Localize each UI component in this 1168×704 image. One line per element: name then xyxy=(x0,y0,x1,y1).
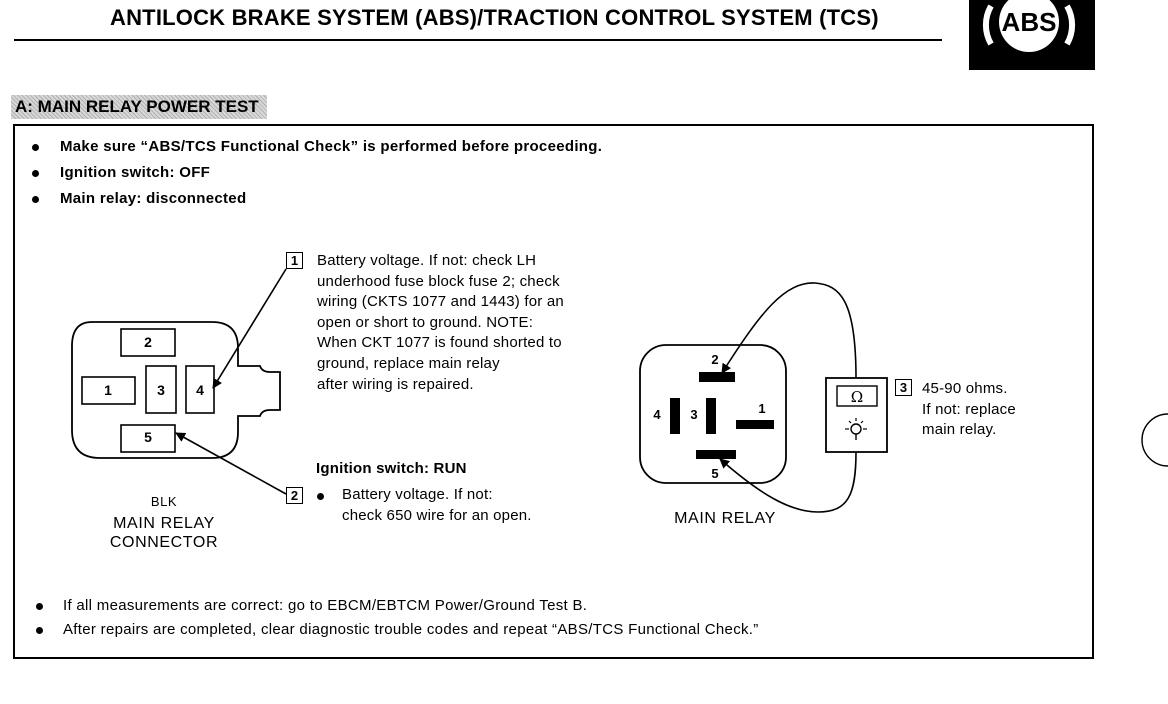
precondition-relay-disconnected: Main relay: disconnected xyxy=(60,190,247,207)
step-1-line: ground, replace main relay xyxy=(317,354,500,372)
procedure-box xyxy=(13,124,1094,659)
step-3-number: 3 xyxy=(895,379,912,396)
probe-line-step-1 xyxy=(212,268,287,389)
connector-cavity-2 xyxy=(120,328,176,357)
step-3-line: If not: replace xyxy=(922,400,1016,418)
abs-logo-left-arc xyxy=(982,4,994,46)
bullet-dot xyxy=(32,170,39,177)
footer-note-measurements-correct: If all measurements are correct: go to E… xyxy=(63,597,588,614)
relay-terminal-label-4: 4 xyxy=(653,407,661,422)
probe-line-step-2 xyxy=(175,432,287,495)
lamp-icon xyxy=(845,418,867,440)
step-1-line: underhood fuse block fuse 2; check xyxy=(317,272,560,290)
connector-cavity-5 xyxy=(120,424,176,453)
connector-housing xyxy=(71,321,281,459)
main-relay-body xyxy=(639,344,787,484)
bullet-dot xyxy=(317,493,324,500)
page-edge-circle xyxy=(1141,413,1168,467)
page-title: ANTILOCK BRAKE SYSTEM (ABS)/TRACTION CON… xyxy=(110,5,879,30)
relay-terminal-4 xyxy=(670,398,680,434)
step-2-line: check 650 wire for an open. xyxy=(342,506,532,524)
connector-caption-line: MAIN RELAY xyxy=(113,515,215,532)
relay-terminal-3 xyxy=(706,398,716,434)
relay-terminal-label-5: 5 xyxy=(711,466,718,481)
step-1-line: open or short to ground. NOTE: xyxy=(317,313,534,331)
connector-terminal-label-3: 3 xyxy=(157,382,165,398)
step-1-line: When CKT 1077 is found shorted to xyxy=(317,334,562,352)
precondition-ignition-off: Ignition switch: OFF xyxy=(60,164,211,181)
step-3-line: 45-90 ohms. xyxy=(922,380,1008,397)
meter-lead-to-terminal-2 xyxy=(721,282,857,379)
meter-lead-to-terminal-5 xyxy=(719,451,857,513)
step-2-note: Battery voltage. If not: check 650 wire … xyxy=(342,485,532,526)
precondition-functional-check: Make sure “ABS/TCS Functional Check” is … xyxy=(60,138,603,155)
connector-caption-line: CONNECTOR xyxy=(109,534,219,551)
section-heading: A: MAIN RELAY POWER TEST xyxy=(11,95,267,119)
relay-terminal-1 xyxy=(736,420,774,429)
connector-caption: MAIN RELAY CONNECTOR xyxy=(84,514,244,552)
step-1-number: 1 xyxy=(286,252,303,269)
abs-logo-graphic: ABS xyxy=(982,0,1076,52)
connector-terminal-label-5: 5 xyxy=(144,429,152,445)
step-1-line: Battery voltage. If not: check LH xyxy=(317,252,537,269)
step-3-note: 45-90 ohms. If not: replace main relay. xyxy=(922,379,1016,441)
abs-warning-logo: ABS xyxy=(969,0,1095,70)
connector-cavity-3 xyxy=(145,365,177,414)
step-2-number: 2 xyxy=(286,487,303,504)
connector-color-label: BLK xyxy=(150,494,178,509)
step-3-line: main relay. xyxy=(922,421,997,439)
footer-note-clear-codes: After repairs are completed, clear diagn… xyxy=(63,621,759,638)
relay-terminal-5 xyxy=(696,450,736,459)
step-1-note: Battery voltage. If not: check LH underh… xyxy=(317,251,564,395)
title-rule xyxy=(14,39,942,41)
bullet-dot xyxy=(32,196,39,203)
bullet-dot xyxy=(36,603,43,610)
step-1-line: after wiring is repaired. xyxy=(317,375,474,393)
connector-cavity-1 xyxy=(81,376,136,405)
connector-terminal-label-1: 1 xyxy=(104,382,112,398)
abs-logo-circle xyxy=(999,0,1059,52)
main-relay-caption: MAIN RELAY xyxy=(674,510,776,527)
step-2-heading: Ignition switch: RUN xyxy=(316,460,467,477)
relay-terminal-label-1: 1 xyxy=(758,401,765,416)
connector-terminal-label-4: 4 xyxy=(196,382,204,398)
relay-terminal-2 xyxy=(699,372,735,382)
relay-terminal-label-2: 2 xyxy=(711,352,718,367)
ohmmeter-display xyxy=(836,385,878,407)
step-2-line: Battery voltage. If not: xyxy=(342,486,493,503)
connector-cavity-4 xyxy=(185,365,215,414)
step-1-line: wiring (CKTS 1077 and 1443) for an xyxy=(317,293,564,311)
bullet-dot xyxy=(36,627,43,634)
connector-terminal-label-2: 2 xyxy=(144,334,152,350)
bullet-dot xyxy=(32,144,39,151)
ohm-symbol: Ω xyxy=(851,388,863,406)
abs-logo-text: ABS xyxy=(1002,7,1057,37)
relay-terminal-label-3: 3 xyxy=(690,407,697,422)
abs-logo-right-arc xyxy=(1064,4,1076,46)
